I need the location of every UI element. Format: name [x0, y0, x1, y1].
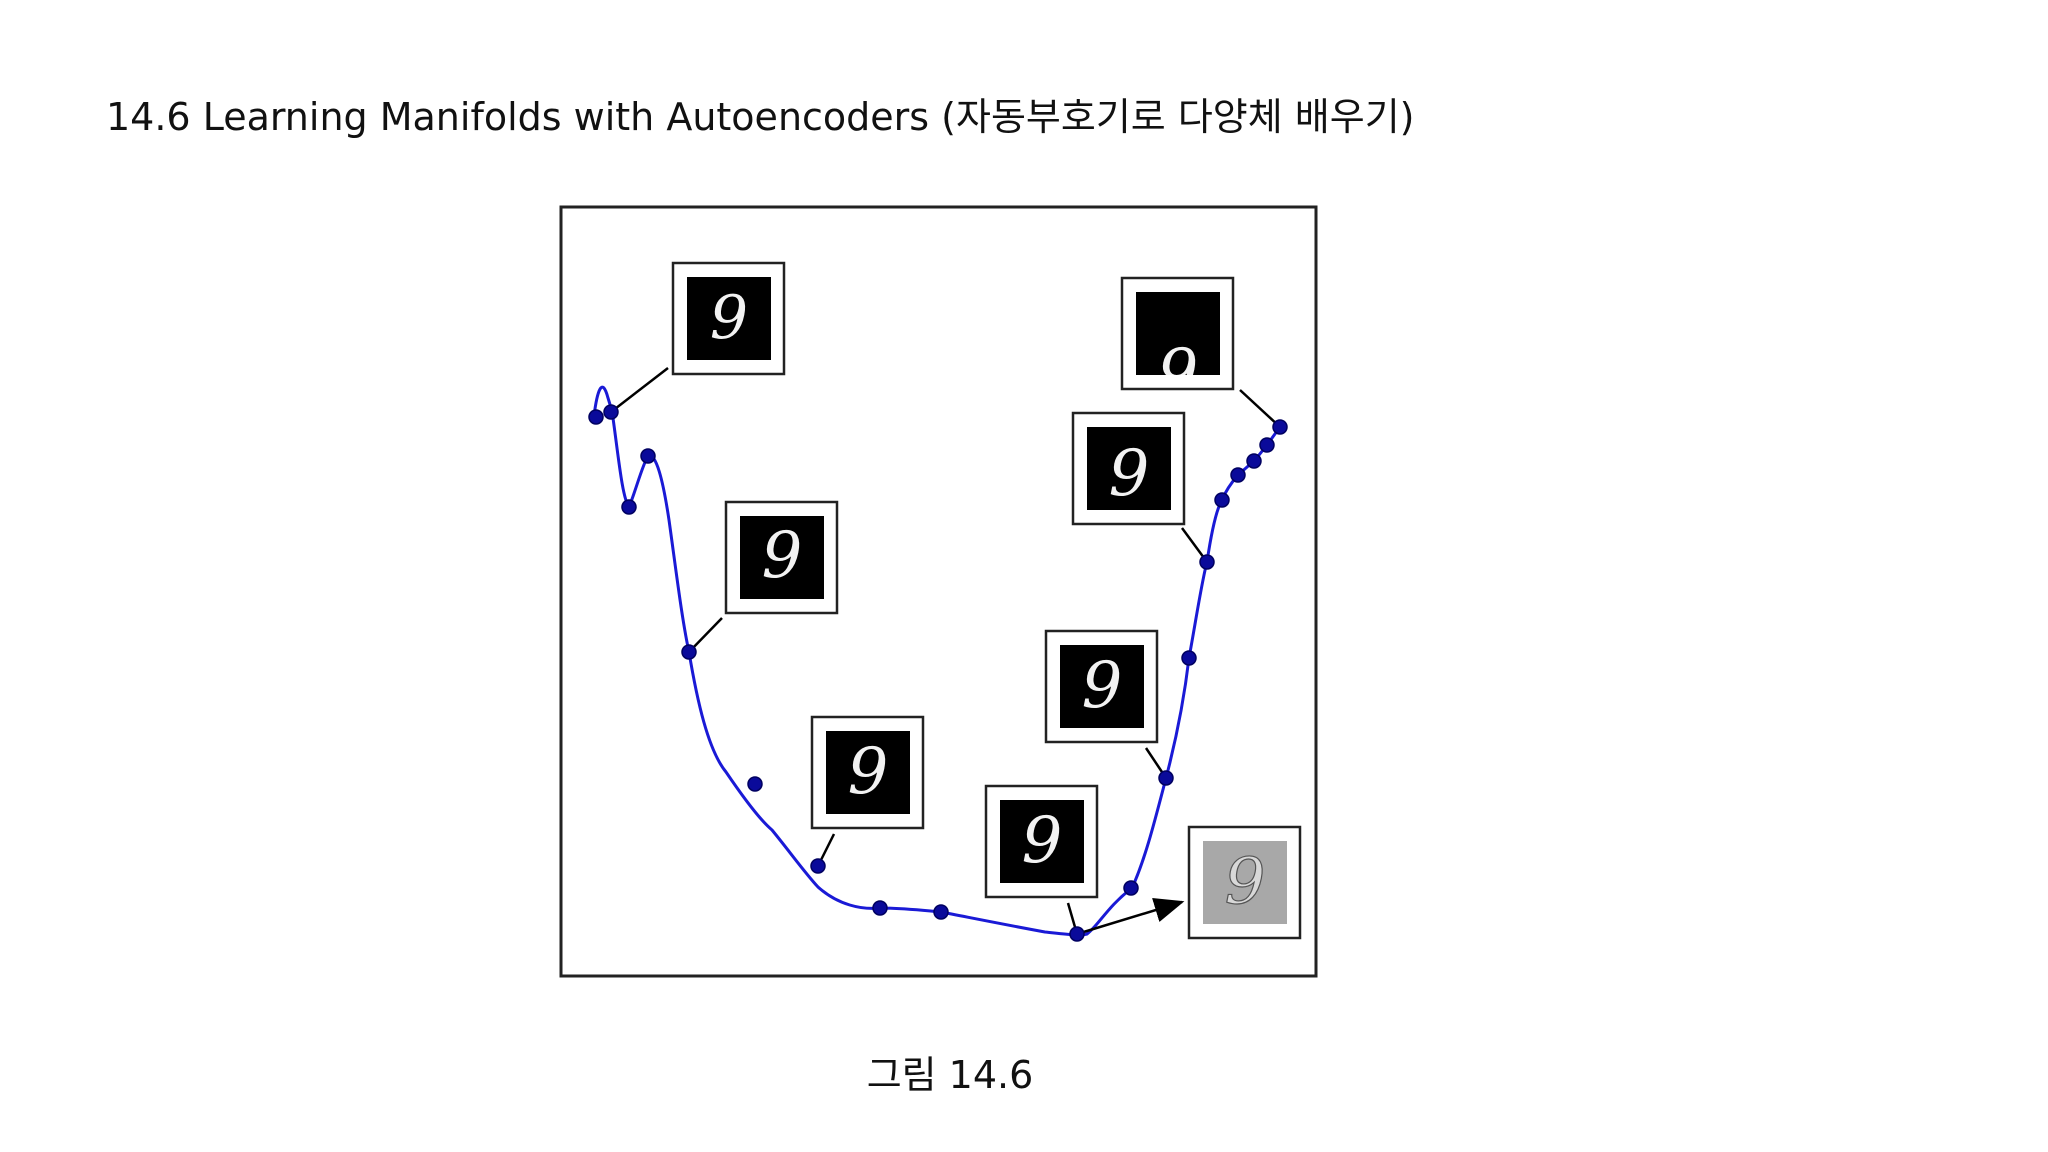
sample-point [1158, 770, 1174, 786]
sample-point [933, 904, 949, 920]
sample-point [810, 858, 826, 874]
sample-point [621, 499, 637, 515]
svg-text:9: 9 [710, 283, 748, 353]
connector-line [688, 617, 723, 653]
svg-text:9: 9 [762, 519, 803, 593]
sample-point [1199, 554, 1215, 570]
svg-text:9: 9 [1082, 649, 1123, 723]
sample-point [1246, 453, 1262, 469]
sample-point [1181, 650, 1197, 666]
digit-thumbnail: 9 [724, 500, 839, 615]
svg-text:9: 9 [1225, 845, 1266, 919]
digit-thumbnail: 9 [984, 784, 1099, 899]
svg-text:9: 9 [1109, 437, 1150, 511]
sample-point [1069, 926, 1085, 942]
sample-point [603, 404, 619, 420]
sample-point [747, 776, 763, 792]
sample-point [1214, 492, 1230, 508]
digit-thumbnail: 9 [1044, 629, 1159, 744]
sample-point [1259, 437, 1275, 453]
sample-points [588, 404, 1288, 942]
reconstruction-thumbnail: 9 [1187, 825, 1302, 940]
sample-point [872, 900, 888, 916]
connector-line [610, 367, 669, 413]
sample-point [1123, 880, 1139, 896]
digit-thumbnail: 9 [1120, 276, 1235, 410]
sample-point [1230, 467, 1246, 483]
svg-text:9: 9 [1022, 804, 1063, 878]
sample-point [640, 448, 656, 464]
slide-title: 14.6 Learning Manifolds with Autoencoder… [106, 95, 1415, 139]
svg-text:9: 9 [848, 735, 889, 809]
digit-thumbnail: 9 [671, 261, 786, 376]
svg-text:9: 9 [1158, 336, 1199, 410]
sample-point [588, 409, 604, 425]
figure-caption: 그림 14.6 [866, 1053, 1034, 1097]
digit-thumbnail: 9 [810, 715, 925, 830]
connector-line [1239, 389, 1281, 428]
sample-point [1272, 419, 1288, 435]
reconstruction-arrow [1076, 898, 1185, 936]
sample-point [681, 644, 697, 660]
digit-thumbnail: 9 [1071, 411, 1186, 526]
